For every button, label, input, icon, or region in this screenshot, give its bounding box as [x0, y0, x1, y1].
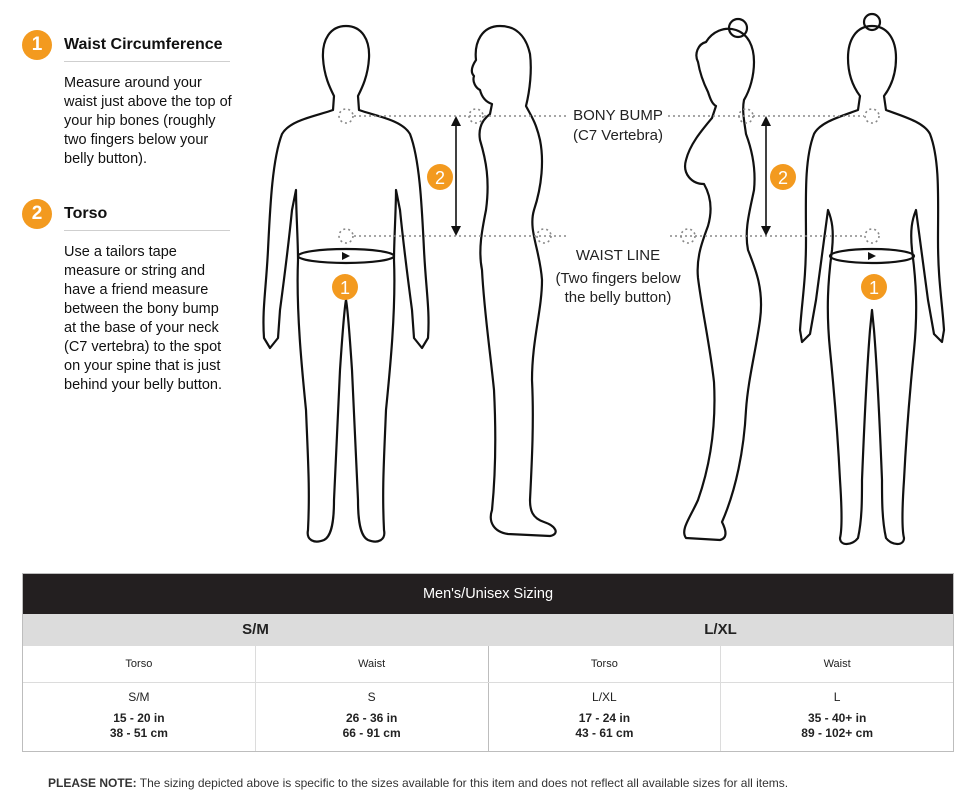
male-front-figure: [262, 24, 430, 543]
waist-line-sublabel: the belly button): [565, 289, 672, 306]
size-group-row: S/M L/XL: [23, 614, 953, 646]
bony-bump-line: [338, 108, 880, 124]
badge-waist-right: 1: [861, 274, 887, 300]
svg-text:1: 1: [340, 278, 350, 298]
svg-text:1: 1: [869, 278, 879, 298]
arrow-icon: [868, 252, 876, 260]
column-header: Torso: [489, 646, 722, 682]
table-cell: S 26 - 36 in 66 - 91 cm: [256, 683, 489, 751]
size-group-sm: S/M: [242, 621, 269, 638]
step-waist: 1 Waist Circumference Measure around you…: [22, 30, 232, 169]
size-value: L/XL: [592, 690, 617, 704]
step-description: Use a tailors tape measure or string and…: [64, 244, 222, 393]
badge-waist-left: 1: [332, 274, 358, 300]
step-torso-header: 2 Torso: [22, 199, 232, 231]
column-header: Torso: [23, 646, 256, 682]
step-title: Waist Circumference: [64, 30, 230, 62]
measurement-instructions: 1 Waist Circumference Measure around you…: [22, 30, 232, 395]
badge-torso-right: 2: [770, 164, 796, 190]
svg-text:2: 2: [435, 168, 445, 188]
waist-line-sublabel: (Two fingers below: [555, 270, 680, 287]
table-cell: L 35 - 40+ in 89 - 102+ cm: [721, 683, 953, 751]
step-description: Measure around your waist just above the…: [64, 75, 232, 167]
imperial-value: 35 - 40+ in: [807, 711, 867, 725]
column-header: Waist: [823, 658, 851, 670]
metric-value: 38 - 51 cm: [109, 726, 168, 740]
metric-value: 89 - 102+ cm: [801, 726, 873, 740]
imperial-value: 26 - 36 in: [345, 711, 398, 725]
size-value: S: [367, 690, 376, 704]
waist-line-label: WAIST LINE: [576, 247, 660, 264]
table-row: S/M 15 - 20 in 38 - 51 cm S 26 - 36 in 6…: [23, 683, 953, 751]
bony-bump-sublabel: (C7 Vertebra): [573, 127, 663, 144]
metric-value: 66 - 91 cm: [342, 726, 401, 740]
table-cell: S/M 15 - 20 in 38 - 51 cm: [23, 683, 256, 751]
sizing-note: PLEASE NOTE: The sizing depicted above i…: [48, 776, 788, 790]
step-number-badge: 1: [22, 30, 52, 60]
step-waist-header: 1 Waist Circumference: [22, 30, 232, 62]
size-value: S/M: [128, 690, 150, 704]
bony-bump-label: BONY BUMP: [573, 107, 663, 124]
waist-tape: [296, 247, 916, 265]
male-side-figure: [470, 24, 557, 538]
table-cell: L/XL 17 - 24 in 43 - 61 cm: [489, 683, 722, 751]
arrow-icon: [342, 252, 350, 260]
imperial-value: 15 - 20 in: [113, 711, 165, 725]
size-group-lxl: L/XL: [704, 621, 737, 638]
step-title: Torso: [64, 199, 230, 231]
body-figures-svg: 2 2 1 1 BONY BUMP (C7 Vertebra) WAIST LI…: [262, 12, 946, 546]
note-text: The sizing depicted above is specific to…: [136, 776, 789, 790]
column-header: Waist: [256, 646, 489, 682]
step-number-badge: 2: [22, 199, 52, 229]
female-front-figure: [798, 12, 946, 546]
table-title: Men's/Unisex Sizing: [23, 574, 953, 614]
body-measurement-illustration: 2 2 1 1 BONY BUMP (C7 Vertebra) WAIST LI…: [250, 10, 974, 560]
column-header-row: Torso Waist Torso Waist: [23, 646, 953, 683]
badge-torso-left: 2: [427, 164, 453, 190]
female-side-figure: [683, 17, 763, 542]
waist-line: [338, 228, 880, 244]
metric-value: 43 - 61 cm: [575, 726, 634, 740]
imperial-value: 17 - 24 in: [578, 711, 631, 725]
size-value: L: [833, 690, 841, 704]
step-torso: 2 Torso Use a tailors tape measure or st…: [22, 199, 232, 395]
note-label: PLEASE NOTE:: [48, 776, 137, 790]
svg-text:2: 2: [778, 168, 788, 188]
sizing-table: Men's/Unisex Sizing S/M L/XL Torso Waist…: [22, 573, 954, 752]
